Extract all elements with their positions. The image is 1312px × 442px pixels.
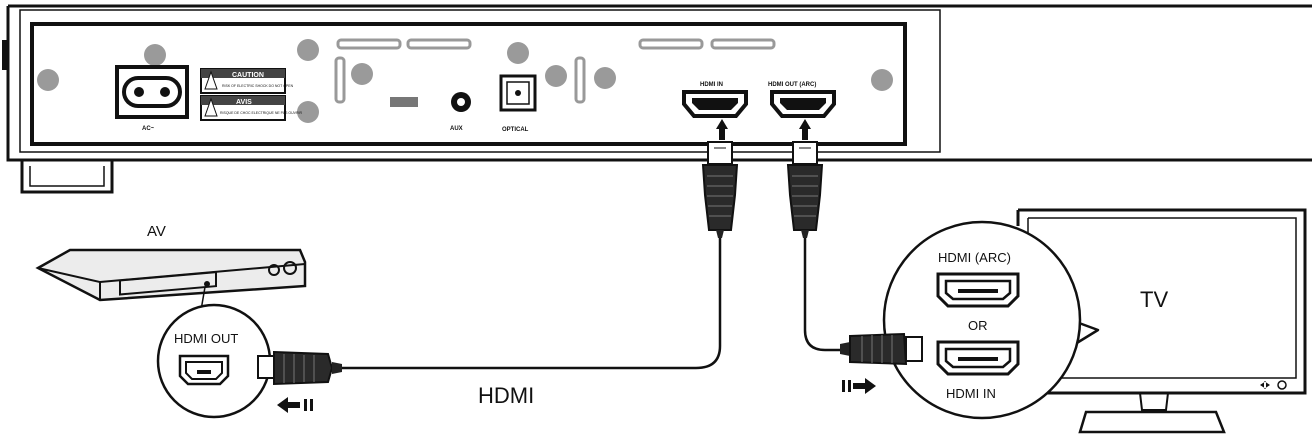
aux-port: AUX xyxy=(450,92,471,132)
av-device: AV xyxy=(35,223,307,317)
optical-port: OPTICAL xyxy=(499,74,537,133)
hdmi-cable-soundbar-to-tv xyxy=(803,238,842,352)
usb-slot xyxy=(390,97,418,107)
ac-power-port: AC~ xyxy=(115,65,189,132)
caution-title: CAUTION xyxy=(232,72,264,79)
ac-label: AC~ xyxy=(142,126,155,132)
caution-label: CAUTION RISK OF ELECTRIC SHOCK DO NOT OP… xyxy=(200,68,294,94)
avis-title: AVIS xyxy=(236,99,252,106)
tv-hdmi-in-port xyxy=(936,340,1020,376)
avis-text: RISQUE DE CHOC ELECTRIQUE NE PAS OUVRIR xyxy=(220,111,302,115)
hdmi-plug-tv xyxy=(840,332,923,366)
hdmi-out-arc-port: HDMI OUT (ARC) xyxy=(768,82,836,118)
optical-label: OPTICAL xyxy=(502,127,529,133)
arrow-up-icon xyxy=(716,119,728,140)
av-hdmi-out-callout: HDMI OUT xyxy=(156,303,272,419)
hdmi-plug-av xyxy=(257,350,342,386)
av-hdmi-out-label: HDMI OUT xyxy=(174,331,238,346)
arrow-left-icon xyxy=(277,397,300,413)
av-hdmi-port xyxy=(178,354,230,386)
hdmi-plug-left xyxy=(701,141,739,238)
vent-slots xyxy=(334,38,776,104)
tv-hdmi-arc-port xyxy=(936,272,1020,308)
tv-power-icon xyxy=(1277,380,1287,390)
aux-label: AUX xyxy=(450,126,463,132)
hdmi-cable-av-to-soundbar xyxy=(340,238,722,370)
arrow-up-icon xyxy=(799,119,811,140)
hdmi-cable-label: HDMI xyxy=(478,383,534,408)
av-label: AV xyxy=(147,223,166,240)
arrow-right-icon xyxy=(853,378,876,394)
screw-holes xyxy=(37,39,893,123)
tv-or-label: OR xyxy=(968,318,988,333)
caution-text: RISK OF ELECTRIC SHOCK DO NOT OPEN xyxy=(222,84,294,88)
avis-label: AVIS RISQUE DE CHOC ELECTRIQUE NE PAS OU… xyxy=(200,95,302,121)
tv-label: TV xyxy=(1140,287,1168,312)
soundbar: AC~ CAUTION RISK OF ELECTRIC SHOCK DO NO… xyxy=(2,4,1312,194)
hdmi-in-label: HDMI IN xyxy=(700,82,723,88)
hdmi-out-arc-label: HDMI OUT (ARC) xyxy=(768,82,816,88)
hdmi-plug-right xyxy=(786,141,824,238)
tv-hdmi-in-label: HDMI IN xyxy=(946,386,996,401)
tv-hdmi-callout: HDMI (ARC) OR HDMI IN xyxy=(882,220,1100,420)
hdmi-in-port: HDMI IN xyxy=(682,82,748,118)
tv-hdmi-arc-label: HDMI (ARC) xyxy=(938,250,1011,265)
tv-arrow-icon xyxy=(1260,381,1270,389)
